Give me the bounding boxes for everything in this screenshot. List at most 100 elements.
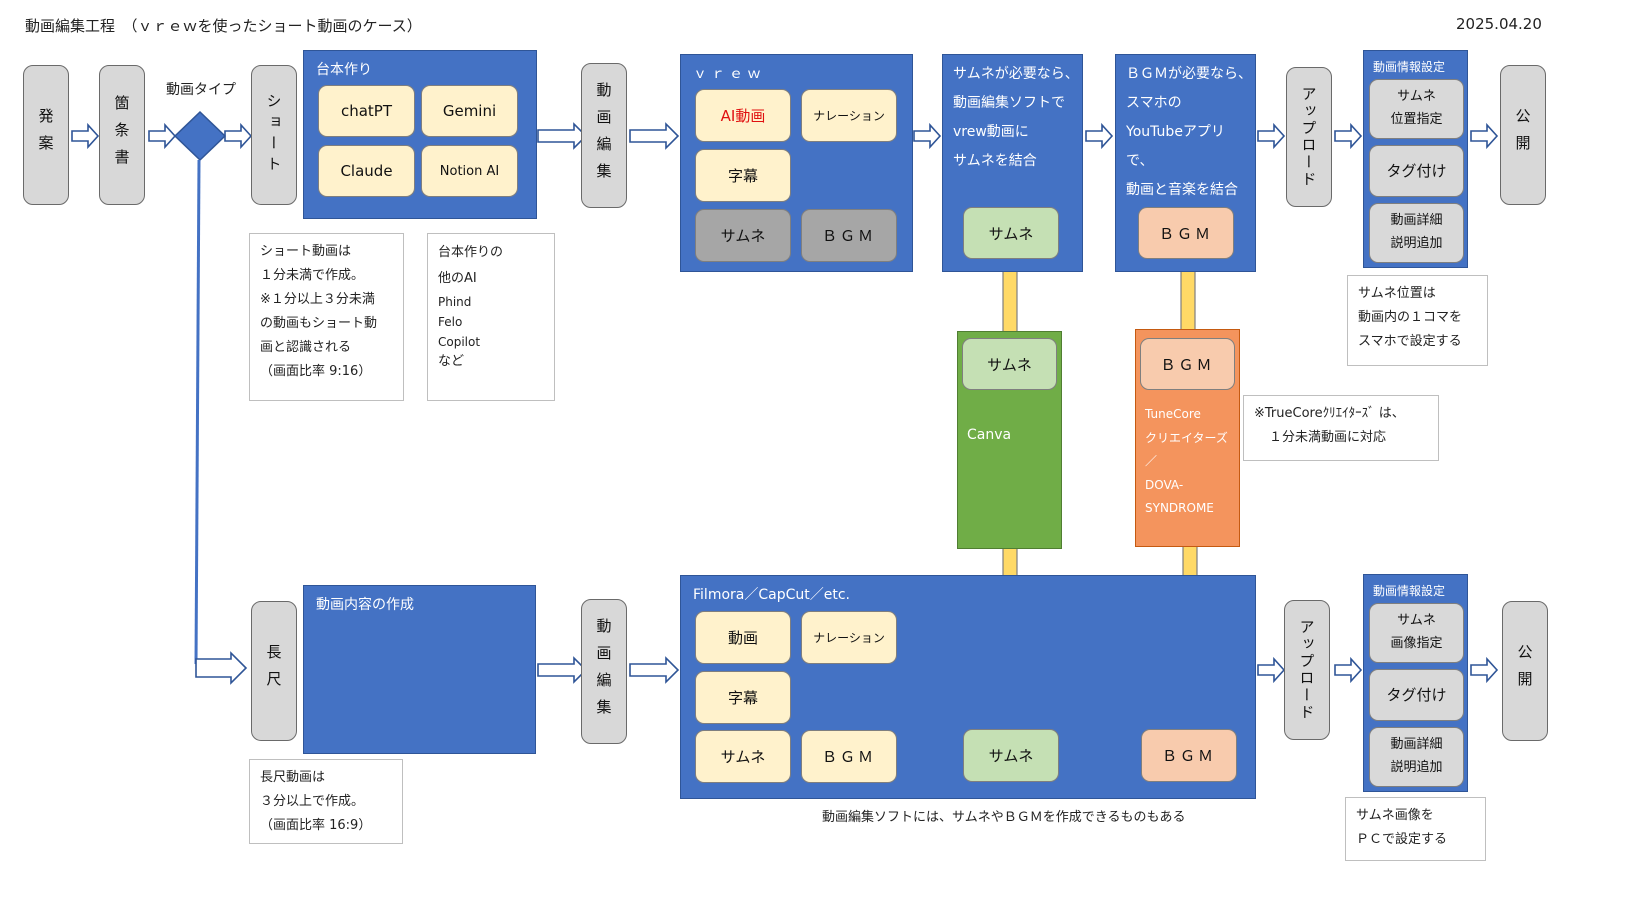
short-note-line: 画と認識される (260, 340, 352, 355)
filmora-subtitle: 字幕 (695, 671, 791, 724)
thumb-box-line: 動画編集ソフトで (953, 95, 1065, 111)
tunecore-line: SYNDROME (1145, 501, 1214, 515)
info-box-bottom-title: 動画情報設定 (1373, 584, 1446, 598)
arrow-edit-to-vrew (629, 123, 679, 149)
short-note-line: ショート動画は (260, 244, 352, 259)
info-bottom-note: サムネ画像を ＰＣで設定する (1345, 797, 1486, 861)
arrow-upload-to-info (1334, 124, 1362, 148)
thumb-box-line: サムネを結合 (953, 153, 1037, 169)
bgm-box-line: YouTubeアプリ で、 (1126, 124, 1225, 169)
vrew-subtitle: 字幕 (695, 149, 791, 202)
arrow-thumb-to-bgm (1085, 124, 1113, 148)
info-bottom-tag: タグ付け (1369, 669, 1464, 721)
info-bottom-detail-line: 動画詳細 (1390, 737, 1443, 753)
short-note: ショート動画は １分未満で作成。 ※１分以上３分未満 の動画もショート動 画と認… (249, 233, 404, 401)
thumb-box-line: vrew動画に (953, 124, 1029, 140)
short-note-line: １分未満で作成。 (260, 268, 365, 283)
ai-notion: Notion AI (421, 145, 518, 197)
info-bottom-detail: 動画詳細 説明追加 (1369, 727, 1464, 787)
info-top-note-line: 動画内の１コマを (1358, 310, 1463, 325)
short-note-line: ※１分以上３分未満 (260, 292, 375, 307)
arrow-to-nagashaku (195, 651, 248, 685)
thumb-box-line: サムネが必要なら、 (953, 66, 1079, 82)
thumb-box: サムネが必要なら、 動画編集ソフトで vrew動画に サムネを結合 サムネ (942, 54, 1083, 272)
short-note-line: の動画もショート動 (260, 316, 378, 331)
bgm-box-line: ＢＧＭが必要なら、 (1126, 66, 1252, 82)
canva-label: Canva (967, 427, 1012, 443)
arrow-type-to-short (224, 124, 252, 148)
kajougaki-box: 箇条書 (99, 65, 145, 205)
other-ai-line: Felo (438, 315, 463, 329)
filmora-bgm: ＢＧＭ (801, 730, 897, 783)
canva-item: サムネ (962, 338, 1057, 390)
arrow-vrew-to-thumb (913, 124, 941, 148)
filmora-narration: ナレーション (801, 611, 897, 664)
tunecore-item: ＢＧＭ (1140, 338, 1235, 390)
page-date: 2025.04.20 (1456, 15, 1542, 33)
arrow-info-to-publish (1470, 124, 1498, 148)
thumb-box-item: サムネ (963, 207, 1059, 259)
vrew-thumbnail: サムネ (695, 209, 791, 262)
bgm-box: ＢＧＭが必要なら、 スマホの YouTubeアプリ で、 動画と音楽を結合 ＢＧ… (1115, 54, 1256, 272)
info-box-top: 動画情報設定 サムネ 位置指定 タグ付け 動画詳細 説明追加 (1363, 50, 1468, 268)
canva-box: サムネ Canva (957, 331, 1062, 549)
info-bottom-thumb: サムネ 画像指定 (1369, 603, 1464, 663)
info-bottom-thumb-line: 画像指定 (1390, 636, 1443, 651)
info-box-top-title: 動画情報設定 (1373, 60, 1446, 74)
arrow-filmora-to-upload (1257, 658, 1285, 682)
publish-box-bottom: 公開 (1502, 601, 1548, 741)
info-top-thumb-line: 位置指定 (1390, 112, 1443, 127)
other-ai-note: 台本作りの 他のAI Phind Felo Copilot など (427, 233, 555, 401)
vrew-bgm: ＢＧＭ (801, 209, 897, 262)
other-ai-line: 他のAI (438, 271, 477, 286)
arrow-content-to-edit (537, 657, 587, 683)
other-ai-line: Phind (438, 295, 472, 309)
info-top-thumb: サムネ 位置指定 (1369, 79, 1464, 139)
info-box-bottom: 動画情報設定 サムネ 画像指定 タグ付け 動画詳細 説明追加 (1363, 574, 1468, 792)
info-top-tag: タグ付け (1369, 145, 1464, 197)
filmora-thumb-right: サムネ (963, 729, 1059, 782)
bgm-box-line: スマホの (1126, 95, 1182, 111)
arrow-script-to-edit (537, 123, 587, 149)
short-box: ショート (251, 65, 297, 205)
filmora-thumbnail: サムネ (695, 730, 791, 783)
info-top-note: サムネ位置は 動画内の１コマを スマホで設定する (1347, 275, 1488, 366)
tunecore-note: ※TrueCoreｸﾘｴｲﾀｰｽﾞ は、 １分未満動画に対応 (1243, 395, 1439, 461)
vrew-box: ｖｒｅｗ AI動画 ナレーション 字幕 サムネ ＢＧＭ (680, 54, 913, 272)
info-top-detail-line: 説明追加 (1390, 236, 1443, 251)
filmora-box: Filmora／CapCut／etc. 動画 ナレーション 字幕 サムネ ＢＧＭ… (680, 575, 1256, 799)
info-bottom-detail-line: 説明追加 (1390, 760, 1443, 775)
info-bottom-thumb-line: サムネ (1397, 613, 1436, 629)
bgm-box-line: 動画と音楽を結合 (1126, 182, 1238, 198)
info-top-note-line: スマホで設定する (1358, 334, 1462, 349)
long-content-box: 動画内容の作成 (303, 585, 536, 754)
long-content-title: 動画内容の作成 (316, 597, 414, 613)
nagashaku-box: 長尺 (251, 601, 297, 741)
long-note-line: （画面比率 16:9） (260, 818, 372, 833)
info-top-note-line: サムネ位置は (1358, 286, 1436, 301)
decision-diamond (173, 110, 227, 162)
douga-henshu-box-bottom: 動画編集 (581, 599, 627, 744)
other-ai-line: 台本作りの (438, 245, 504, 260)
ai-chatpt: chatPT (318, 85, 415, 137)
arrow-hassan-to-kajougaki (71, 124, 99, 148)
page-title: 動画編集工程 （ｖｒｅｗを使ったショート動画のケース） (25, 17, 422, 35)
info-bottom-note-line: ＰＣで設定する (1356, 832, 1448, 847)
tunecore-note-line: １分未満動画に対応 (1269, 430, 1387, 445)
branch-line (194, 159, 201, 665)
script-box-title: 台本作り (316, 62, 372, 78)
tunecore-line: ／ (1145, 454, 1158, 468)
info-top-thumb-line: サムネ (1397, 89, 1436, 105)
long-note-line: ３分以上で作成。 (260, 794, 365, 809)
hassan-box: 発案 (23, 65, 69, 205)
script-box: 台本作り chatPT Gemini Claude Notion AI (303, 50, 537, 219)
bgm-box-item: ＢＧＭ (1138, 207, 1234, 259)
short-note-line: （画面比率 9:16） (260, 364, 372, 379)
arrow-bgm-to-upload (1257, 124, 1285, 148)
vrew-ai-video: AI動画 (695, 89, 791, 142)
ai-gemini: Gemini (421, 85, 518, 137)
filmora-caption: 動画編集ソフトには、サムネやＢＧＭを作成できるものもある (822, 810, 1186, 825)
info-top-detail-line: 動画詳細 (1390, 213, 1443, 229)
upload-box-bottom: アップロード (1284, 600, 1330, 740)
arrow-edit-to-filmora (629, 657, 679, 683)
